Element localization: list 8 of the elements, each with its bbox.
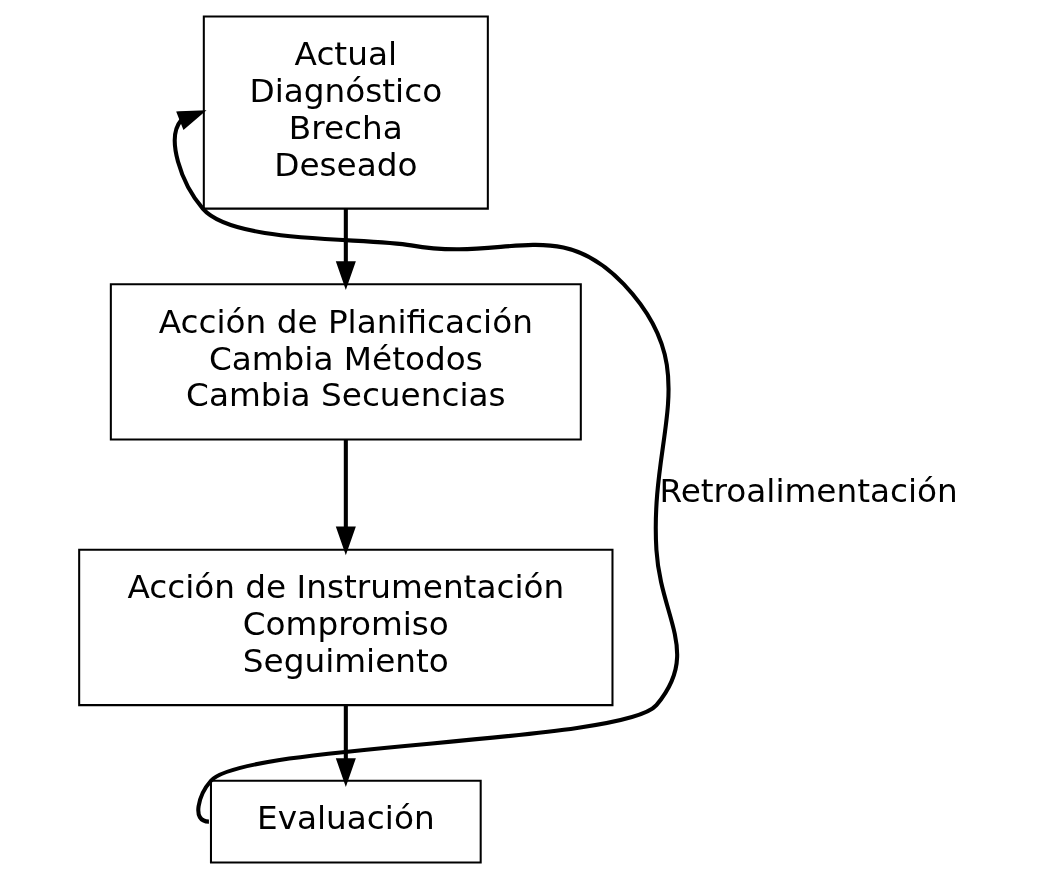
node-box: Evaluación bbox=[209, 779, 482, 864]
edge-label: Retroalimentación bbox=[658, 472, 958, 511]
node-box: Acción de Planificación Cambia Métodos Cambia Secuencias bbox=[109, 283, 582, 441]
node-box: Actual Diagnóstico Brecha Deseado bbox=[202, 15, 489, 210]
arrow bbox=[335, 208, 356, 290]
arrow bbox=[335, 439, 356, 556]
node-box: Acción de Instrumentación Compromiso Seguimiento bbox=[77, 548, 613, 707]
arrow bbox=[335, 705, 356, 787]
